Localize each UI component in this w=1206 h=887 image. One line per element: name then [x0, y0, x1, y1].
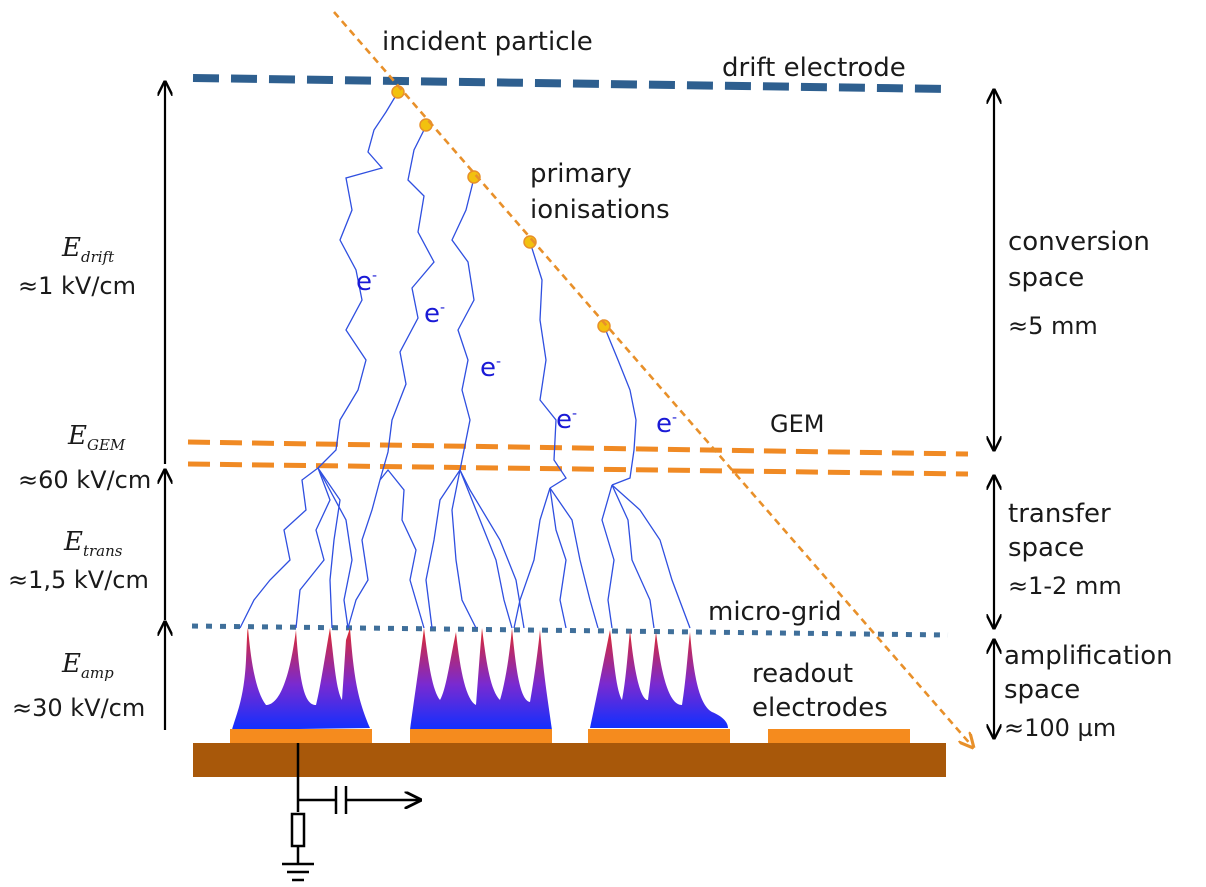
transfer-space-label: transfer [1008, 499, 1111, 529]
electron-label: e [480, 353, 496, 383]
readout-pad [230, 729, 372, 743]
readout-electrodes [230, 729, 910, 743]
ionisation-star [597, 319, 611, 333]
field-gem-symbol: EGEM [67, 421, 126, 454]
svg-text:e-: e- [656, 409, 677, 439]
svg-text:e-: e- [356, 267, 377, 297]
drift-electrode [192, 74, 949, 93]
readout-pad [588, 729, 730, 743]
electron-label: e [656, 409, 672, 439]
field-amp-value: ≈30 kV/cm [12, 694, 145, 722]
electron-label: e [556, 405, 572, 435]
readout-pad [410, 729, 552, 743]
micro-grid-label: micro-grid [708, 597, 842, 627]
field-drift-value: ≈1 kV/cm [18, 272, 136, 300]
avalanches [232, 628, 728, 730]
incident-particle-label: incident particle [382, 27, 593, 57]
amplification-space-label: amplification [1004, 641, 1173, 671]
electron-labels: e- e- e- e- e- [356, 267, 677, 439]
conversion-space-label: conversion [1008, 227, 1150, 257]
conversion-space-label-2: space [1008, 263, 1084, 293]
conversion-space-size: ≈5 mm [1008, 312, 1098, 340]
primary-ionisations-label-2: ionisations [530, 195, 670, 225]
electron-paths [239, 91, 691, 629]
gem-label: GEM [770, 410, 824, 438]
avalanche-2 [410, 628, 552, 730]
substrate [193, 743, 946, 777]
readout-electrodes-label: readout [752, 659, 853, 689]
readout-circuit [282, 743, 420, 882]
particle-track [333, 11, 972, 746]
readout-pad [768, 729, 910, 743]
readout-electrodes-label-2: electrodes [752, 693, 888, 723]
svg-text:e-: e- [424, 299, 445, 329]
primary-ionisations-label: primary [530, 159, 632, 189]
svg-text:e-: e- [556, 405, 577, 435]
svg-text:e-: e- [480, 353, 501, 383]
field-trans-symbol: Etrans [63, 527, 123, 560]
ionisation-star [391, 85, 405, 99]
amplification-space-size: ≈100 µm [1004, 714, 1116, 742]
micro-grid-line [191, 623, 949, 638]
transfer-space-label-2: space [1008, 533, 1084, 563]
avalanche-3 [590, 630, 728, 728]
avalanche-1 [232, 628, 370, 730]
transfer-space-size: ≈1-2 mm [1008, 572, 1122, 600]
field-amp-symbol: Eamp [61, 649, 114, 682]
electron-label: e [424, 299, 440, 329]
field-drift-symbol: Edrift [61, 233, 115, 266]
drift-electrode-label: drift electrode [722, 53, 906, 83]
ionisation-star [467, 170, 481, 184]
field-trans-value: ≈1,5 kV/cm [8, 566, 149, 594]
amplification-space-label-2: space [1004, 675, 1080, 705]
field-gem-value: ≈60 kV/cm [18, 466, 151, 494]
electron-label: e [356, 267, 372, 297]
gem-foil [187, 439, 969, 477]
